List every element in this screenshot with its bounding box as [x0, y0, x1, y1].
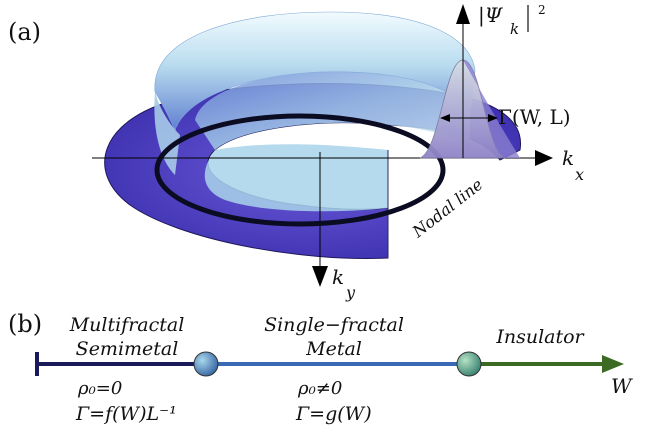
- phase-1-line2: Semimetal: [76, 338, 179, 360]
- phase-2-line2: Metal: [305, 338, 362, 360]
- panel-a-label: (a): [8, 18, 41, 46]
- phase-3-label: Insulator: [495, 326, 585, 348]
- psi-subscript: k: [510, 20, 519, 38]
- ky-subscript: y: [345, 283, 356, 302]
- psi-axis: [456, 4, 470, 158]
- phase-1-rho: ρ₀=0: [77, 378, 122, 399]
- surface-cut-face: [204, 144, 389, 258]
- w-axis-label: W: [611, 374, 633, 398]
- phase-2-line1: Single−fractal: [264, 314, 404, 336]
- phase-2-rho: ρ₀≠0: [297, 378, 342, 399]
- surface-inner-wall: [195, 71, 470, 150]
- phase-1-line1: Multifractal: [69, 314, 185, 336]
- phase-1-gamma: Γ=f(W)L⁻¹: [75, 403, 177, 425]
- phase-axis: [35, 351, 624, 377]
- width-arrow: [440, 114, 498, 122]
- ky-axis: [312, 152, 328, 287]
- psi-superscript: 2: [538, 3, 546, 17]
- nodal-line-ring: [154, 113, 446, 227]
- width-label: Γ(W, L): [498, 105, 571, 129]
- kx-subscript: x: [575, 165, 584, 184]
- panel-b-label: (b): [8, 310, 42, 338]
- kx-label: k: [562, 146, 574, 170]
- psi-label: |Ψ: [478, 3, 504, 28]
- phase-2-gamma: Γ=g(W): [295, 403, 372, 425]
- transition-point-2: [456, 351, 482, 377]
- transition-point-1: [193, 351, 219, 377]
- ky-label: k: [332, 265, 344, 289]
- nodal-line-label: Nodal line: [408, 175, 486, 242]
